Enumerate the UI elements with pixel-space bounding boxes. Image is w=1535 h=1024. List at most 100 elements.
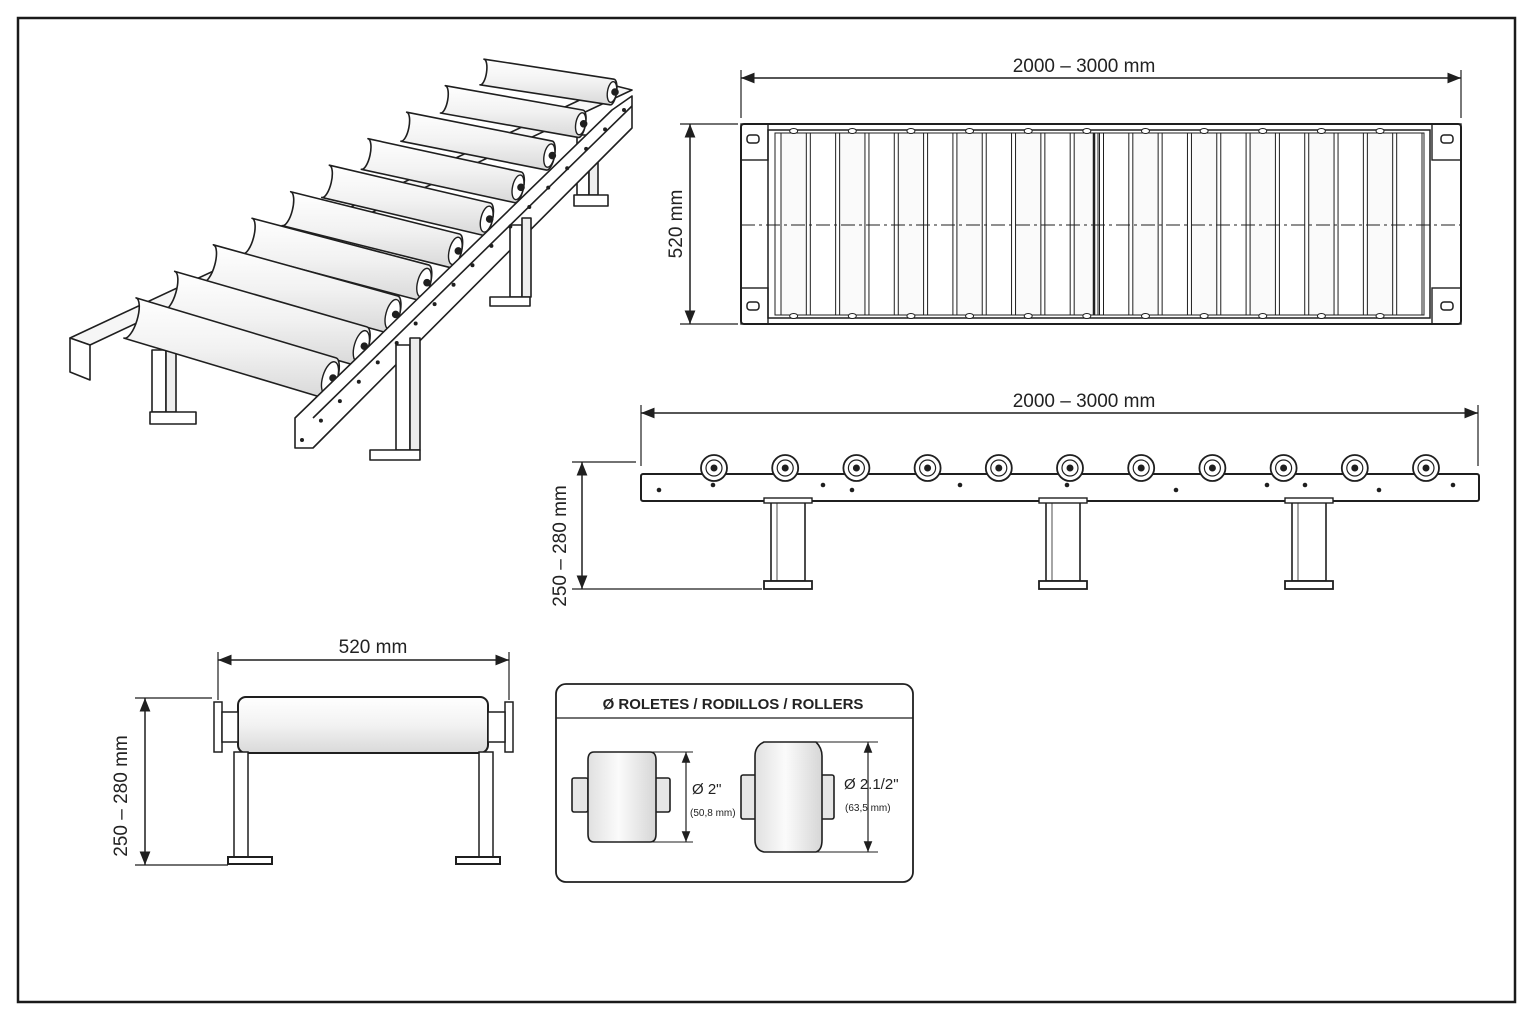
iso-roller-body	[439, 84, 587, 139]
rail-bolt	[527, 205, 532, 210]
top-roller	[956, 132, 983, 316]
side-rail-hole	[1064, 482, 1070, 488]
rail-bolt	[584, 146, 589, 151]
top-roller-bearing	[1316, 313, 1326, 319]
side-height-label: 250 – 280 mm	[550, 485, 571, 606]
iso-roller	[360, 137, 526, 204]
rail-bolt	[622, 108, 626, 112]
top-roller-bearing	[1082, 313, 1092, 319]
side-roller-axle	[1280, 464, 1288, 472]
iso-roller-bolt	[517, 183, 525, 192]
top-roller	[1103, 132, 1130, 316]
rail-bolt	[546, 185, 551, 190]
top-roller	[1278, 132, 1306, 316]
iso-roller-bolt	[454, 247, 463, 255]
side-leg	[1045, 500, 1081, 582]
side-rail-hole	[849, 487, 855, 493]
top-roller-bearing	[847, 128, 857, 134]
small-roller-icon	[571, 751, 671, 843]
iso-roller-bolt	[485, 215, 494, 223]
rail-bolt	[603, 127, 608, 132]
rail-bolt	[508, 224, 513, 229]
large-roller-icon	[740, 741, 835, 853]
rail-bolt	[375, 360, 380, 365]
side-roller-axle	[995, 464, 1003, 472]
top-roller-bearing	[965, 313, 975, 319]
large-roller-metric: (63,5 mm)	[845, 803, 891, 814]
rollers-box-title: Ø ROLETES / RODILLOS / ROLLERS	[603, 696, 864, 713]
top-roller-bearing	[847, 313, 857, 319]
iso-roller-bolt	[548, 151, 557, 160]
side-rail-hole	[1376, 487, 1382, 493]
top-roller	[839, 132, 866, 316]
rail-bolt	[432, 302, 437, 307]
top-roller-bearing	[906, 128, 916, 134]
side-roller-axle	[852, 464, 860, 472]
rollers-box: Ø ROLETES / RODILLOS / ROLLERS Ø 2" (50,…	[555, 683, 914, 883]
iso-roller	[400, 111, 557, 171]
small-roller-metric: (50,8 mm)	[690, 808, 736, 819]
side-roller-axle	[1422, 464, 1430, 472]
top-roller	[1249, 132, 1276, 316]
top-roller-bearing	[906, 313, 916, 319]
end-view-roller	[237, 696, 489, 754]
iso-roller-body	[479, 58, 618, 106]
iso-roller-bolt	[360, 342, 369, 351]
drawing-frame	[16, 16, 1517, 1004]
top-roller	[1044, 132, 1071, 316]
side-leg	[770, 500, 806, 582]
iso-roller-body	[360, 137, 526, 204]
rail-bolt	[300, 438, 304, 442]
top-roller-bearing	[789, 313, 799, 319]
front-legs	[369, 217, 532, 461]
top-roller-bearing	[1140, 128, 1150, 134]
side-leg-top-plate	[1284, 497, 1334, 504]
end-height-label: 250 – 280 mm	[111, 735, 132, 856]
top-roller-bearing	[1258, 313, 1268, 319]
rail-bolt	[337, 399, 342, 404]
top-roller	[1190, 132, 1218, 316]
rail-bolt	[318, 418, 323, 423]
side-leg-foot	[763, 580, 813, 590]
top-roller	[1015, 132, 1042, 316]
side-roller-axle	[781, 464, 789, 472]
top-roller-bearing	[789, 128, 799, 134]
side-roller-axle	[924, 464, 932, 472]
rail-bolt	[394, 340, 399, 345]
isometric-view	[69, 58, 633, 461]
top-roller	[1396, 132, 1423, 316]
top-roller	[927, 132, 954, 316]
rail-bolt	[356, 379, 361, 384]
side-rail-hole	[1173, 487, 1179, 493]
small-roller-diameter: Ø 2"	[692, 781, 722, 798]
top-roller-bearing	[965, 128, 975, 134]
top-roller-bearing	[1199, 313, 1209, 319]
side-rail-hole	[820, 482, 826, 488]
top-roller	[780, 132, 807, 316]
top-roller	[1220, 132, 1247, 316]
iso-roller-body	[400, 111, 556, 171]
top-roller	[1366, 132, 1394, 316]
rail-bolt	[470, 263, 475, 268]
side-view: 2000 – 3000 mm 250 – 280 mm	[550, 391, 1480, 607]
top-view: 2000 – 3000 mm 520 mm	[666, 56, 1462, 325]
top-roller-bearing	[1199, 128, 1209, 134]
rail-bolt	[451, 282, 456, 287]
side-leg-top-plate	[1038, 497, 1088, 504]
top-roller-bearing	[1375, 128, 1385, 134]
side-roller-axle	[1137, 464, 1145, 472]
iso-roller	[479, 58, 619, 106]
side-roller-axle	[1351, 464, 1359, 472]
side-rail-hole	[710, 482, 716, 488]
iso-roller-bolt	[423, 278, 431, 287]
side-rail-hole	[957, 482, 963, 488]
iso-roller-bolt	[391, 310, 400, 319]
top-roller	[868, 132, 895, 316]
rail-bolt	[565, 166, 570, 171]
top-roller	[1337, 132, 1364, 316]
top-roller	[897, 132, 925, 316]
top-roller-bearing	[1023, 313, 1033, 319]
top-roller	[1161, 132, 1188, 316]
top-roller-bearing	[1316, 128, 1326, 134]
rail-bolt	[413, 321, 418, 326]
